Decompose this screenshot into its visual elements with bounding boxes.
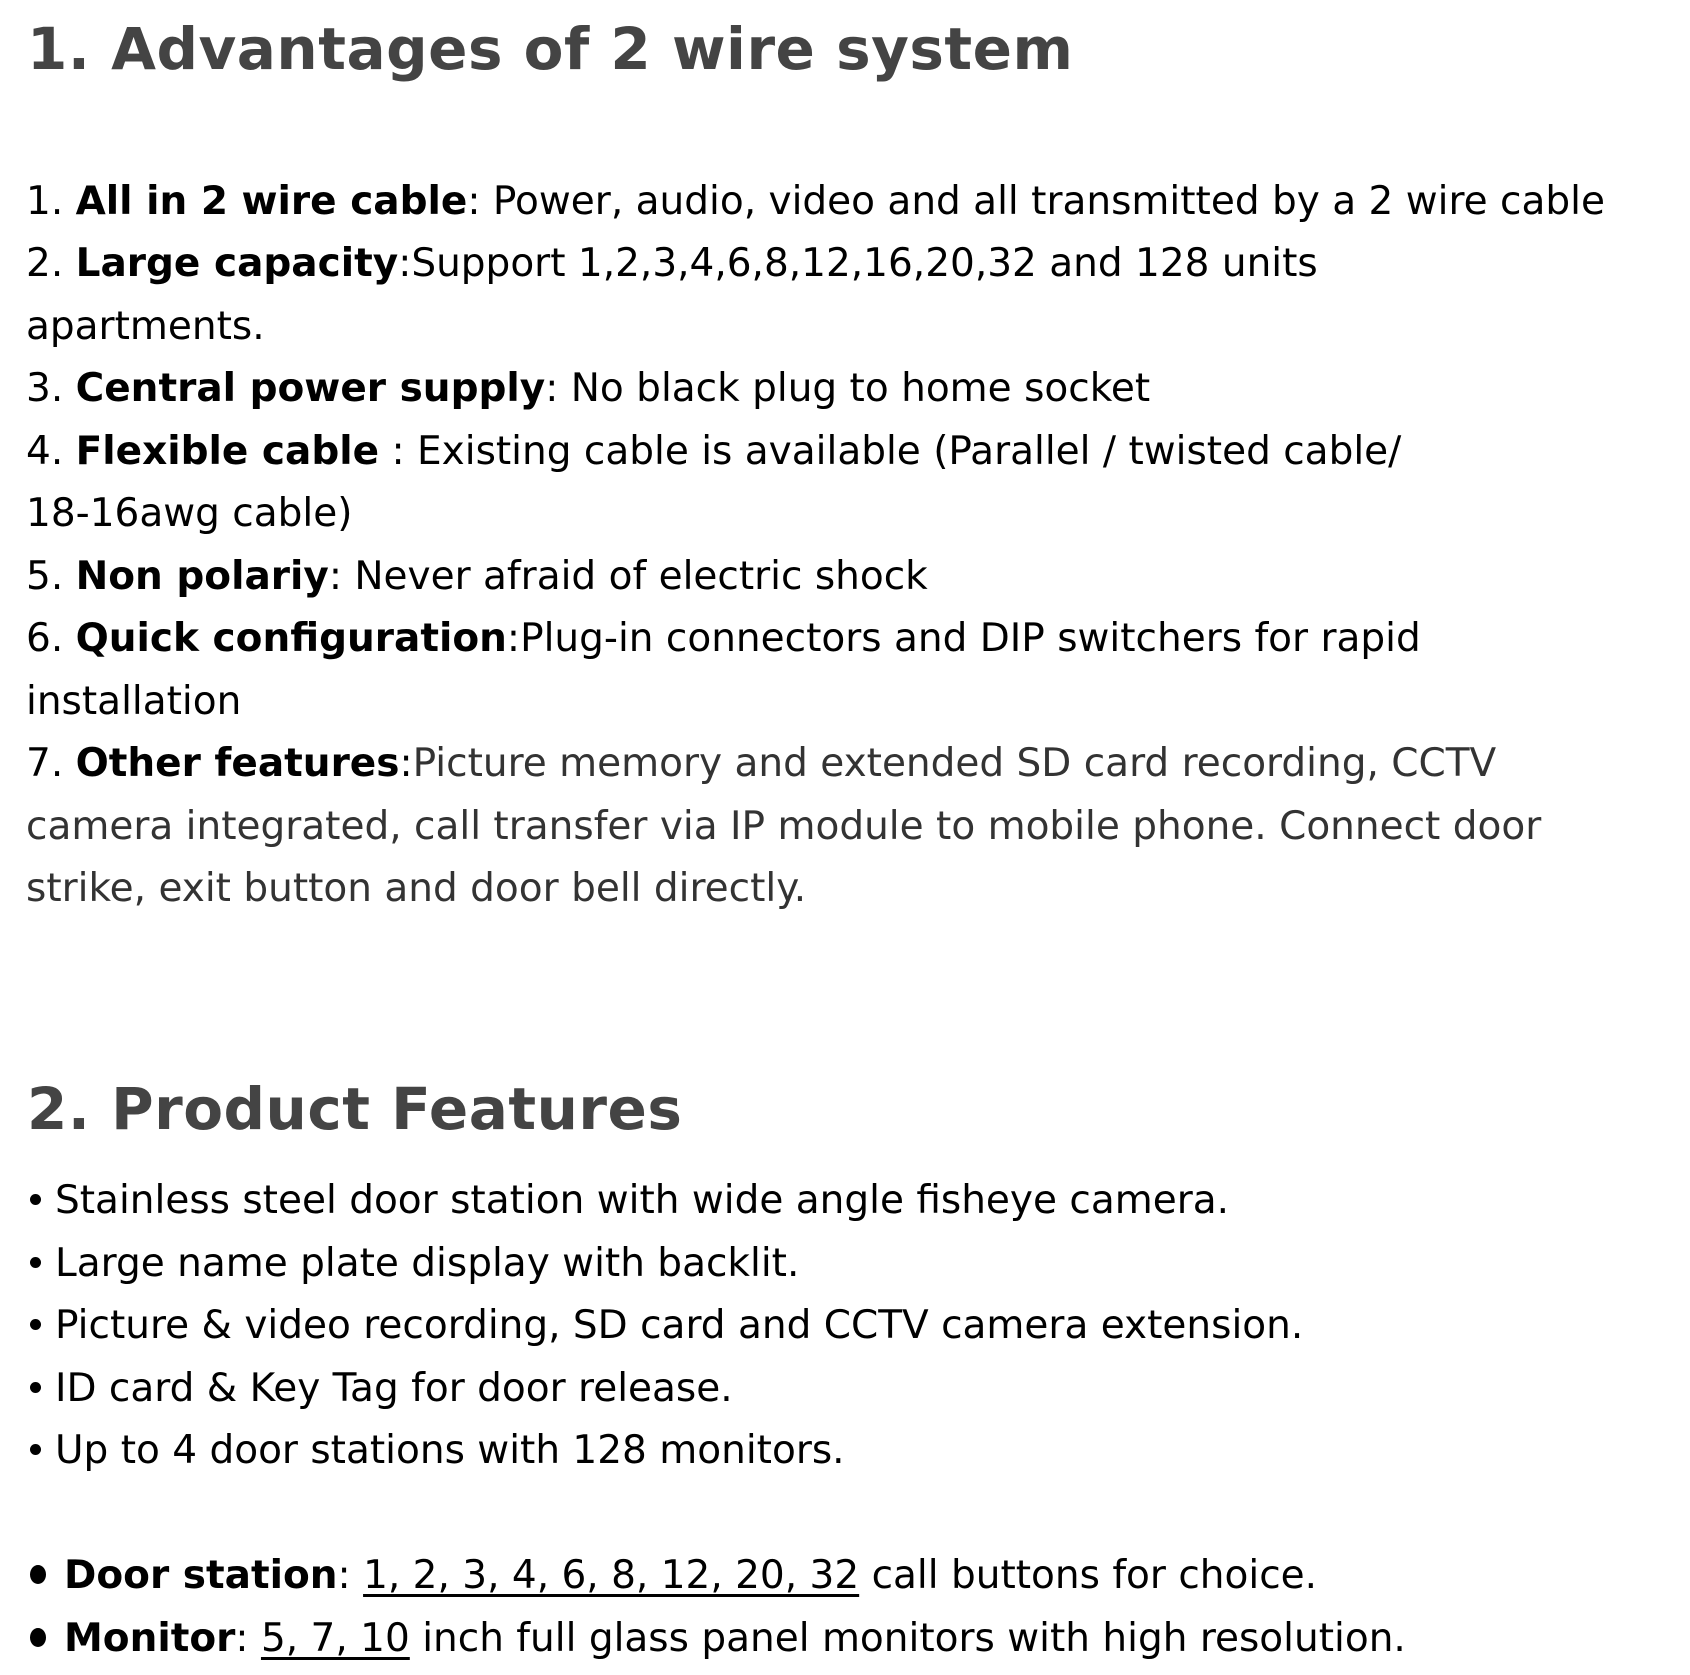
section1-heading: 1. Advantages of 2 wire system	[27, 15, 1074, 83]
advantage-item-7: 7. Other features:Picture memory and ext…	[26, 733, 1496, 795]
item-text: Picture memory and extended SD card reco…	[412, 741, 1497, 786]
advantage-item-7-cont-2: strike, exit button and door bell direct…	[26, 866, 807, 911]
item-number: 3.	[26, 366, 76, 411]
item-text: Plug-in connectors and DIP switchers for…	[520, 616, 1421, 661]
bullet-icon	[30, 1319, 41, 1330]
item-number: 7.	[26, 741, 76, 786]
spec-sep: :	[337, 1553, 364, 1598]
item-sep: :	[545, 366, 571, 411]
feature-text: Up to 4 door stations with 128 monitors.	[55, 1428, 845, 1473]
spec-rest: inch full glass panel monitors with high…	[409, 1616, 1406, 1661]
section2-heading: 2. Product Features	[27, 1075, 683, 1143]
spec-label: Monitor	[64, 1616, 236, 1661]
item-sep: :	[506, 616, 521, 661]
item-label: Central power supply	[75, 366, 546, 411]
advantage-item-6-cont: installation	[26, 679, 242, 724]
item-sep: :	[467, 179, 493, 224]
item-number: 6.	[26, 616, 76, 661]
spec-sep: :	[235, 1616, 261, 1661]
item-number: 1.	[26, 179, 76, 224]
bullet-icon	[30, 1565, 46, 1584]
advantage-item-2: 2. Large capacity:Support 1,2,3,4,6,8,12…	[26, 233, 1318, 295]
item-sep: :	[379, 429, 418, 474]
feature-bullet-2: Large name plate display with backlit.	[26, 1233, 799, 1295]
bullet-icon	[30, 1257, 41, 1268]
feature-bullet-4: ID card & Key Tag for door release.	[26, 1358, 733, 1420]
bullet-icon	[30, 1628, 46, 1647]
bullet-icon	[30, 1382, 41, 1393]
feature-bullet-3: Picture & video recording, SD card and C…	[26, 1295, 1303, 1357]
advantage-item-3: 3. Central power supply: No black plug t…	[26, 358, 1150, 420]
item-text: Support 1,2,3,4,6,8,12,16,20,32 and 128 …	[411, 241, 1318, 286]
advantage-item-1: 1. All in 2 wire cable: Power, audio, vi…	[26, 171, 1605, 233]
bullet-icon	[30, 1194, 41, 1205]
feature-text: Stainless steel door station with wide a…	[55, 1178, 1230, 1223]
advantage-item-5: 5. Non polariy: Never afraid of electric…	[26, 546, 928, 608]
item-text: No black plug to home socket	[570, 366, 1151, 411]
item-label: All in 2 wire cable	[75, 179, 468, 224]
item-number: 5.	[26, 554, 76, 599]
item-label: Flexible cable	[75, 429, 380, 474]
spec-monitor: Monitor: 5, 7, 10 inch full glass panel …	[26, 1608, 1406, 1670]
advantage-item-7-cont-1: camera integrated, call transfer via IP …	[26, 804, 1542, 849]
spec-label: Door station	[64, 1553, 338, 1598]
spec-values-link[interactable]: 1, 2, 3, 4, 6, 8, 12, 20, 32	[363, 1553, 860, 1598]
feature-text: Picture & video recording, SD card and C…	[55, 1303, 1304, 1348]
feature-bullet-1: Stainless steel door station with wide a…	[26, 1170, 1229, 1232]
item-number: 2.	[26, 241, 76, 286]
spec-rest: call buttons for choice.	[859, 1553, 1318, 1598]
item-label: Non polariy	[75, 554, 329, 599]
advantage-item-4: 4. Flexible cable : Existing cable is av…	[26, 421, 1401, 483]
feature-text: Large name plate display with backlit.	[55, 1241, 800, 1286]
item-label: Quick configuration	[75, 616, 507, 661]
item-text: Existing cable is available (Parallel / …	[417, 429, 1402, 474]
advantage-item-4-cont: 18-16awg cable)	[26, 491, 353, 536]
feature-bullet-5: Up to 4 door stations with 128 monitors.	[26, 1420, 845, 1482]
item-text: Never afraid of electric shock	[354, 554, 928, 599]
item-label: Large capacity	[75, 241, 399, 286]
bullet-icon	[30, 1444, 41, 1455]
item-label: Other features	[75, 741, 400, 786]
feature-text: ID card & Key Tag for door release.	[55, 1366, 733, 1411]
advantage-item-2-cont: apartments.	[26, 304, 265, 349]
item-sep: :	[398, 241, 412, 286]
item-number: 4.	[26, 429, 76, 474]
item-text: Power, audio, video and all transmitted …	[492, 179, 1605, 224]
item-sep: :	[328, 554, 355, 599]
advantage-item-6: 6. Quick configuration:Plug-in connector…	[26, 608, 1421, 670]
item-sep: :	[399, 741, 413, 786]
spec-door-station: Door station: 1, 2, 3, 4, 6, 8, 12, 20, …	[26, 1545, 1317, 1607]
spec-values-link[interactable]: 5, 7, 10	[260, 1616, 410, 1661]
